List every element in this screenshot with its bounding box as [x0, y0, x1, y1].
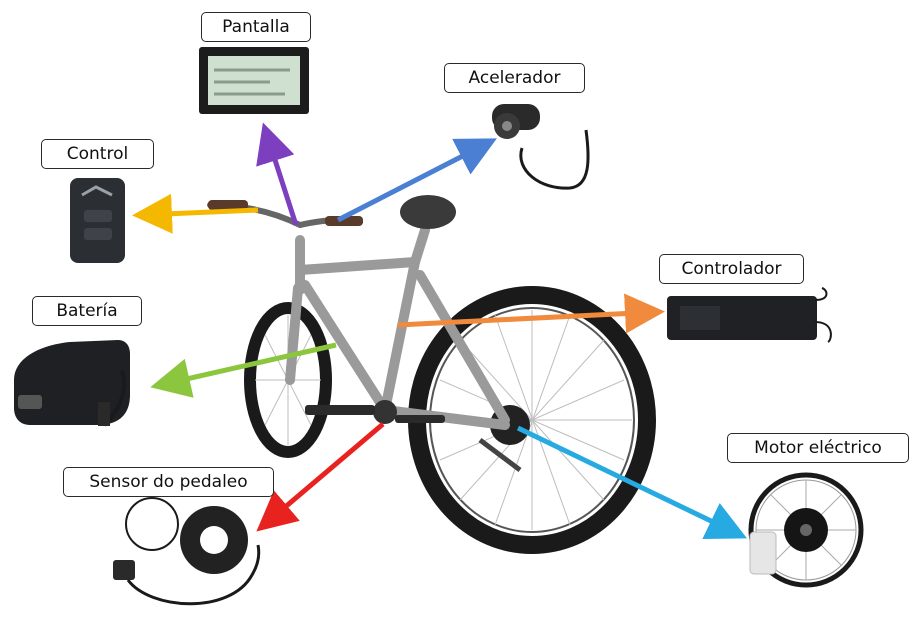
- label-bateria: Batería: [32, 296, 142, 326]
- label-controlador: Controlador: [659, 254, 804, 284]
- bateria-arrow: [150, 342, 337, 398]
- motor-arrow: [516, 425, 748, 539]
- controlador-arrow: [397, 293, 665, 334]
- sensor-arrow: [256, 422, 385, 532]
- label-control: Control: [41, 139, 154, 169]
- battery-image: [14, 340, 130, 427]
- throttle-image: [492, 104, 590, 190]
- controller-box-image: [667, 287, 832, 343]
- label-acelerador: Acelerador: [444, 63, 585, 93]
- remote-control-image: [70, 178, 125, 263]
- label-pantalla: Pantalla: [201, 12, 311, 42]
- pedal-sensor-image: [113, 497, 261, 606]
- label-sensor-pedaleo: Sensor do pedaleo: [63, 467, 274, 497]
- display-image: [199, 47, 309, 114]
- hub-motor-wheel-image: [748, 472, 864, 588]
- acelerador-arrow: [336, 138, 497, 223]
- pantalla-arrow: [256, 122, 299, 226]
- label-motor-electrico: Motor eléctrico: [727, 433, 909, 463]
- control-arrow: [132, 193, 259, 234]
- bicycle-image: [207, 195, 656, 554]
